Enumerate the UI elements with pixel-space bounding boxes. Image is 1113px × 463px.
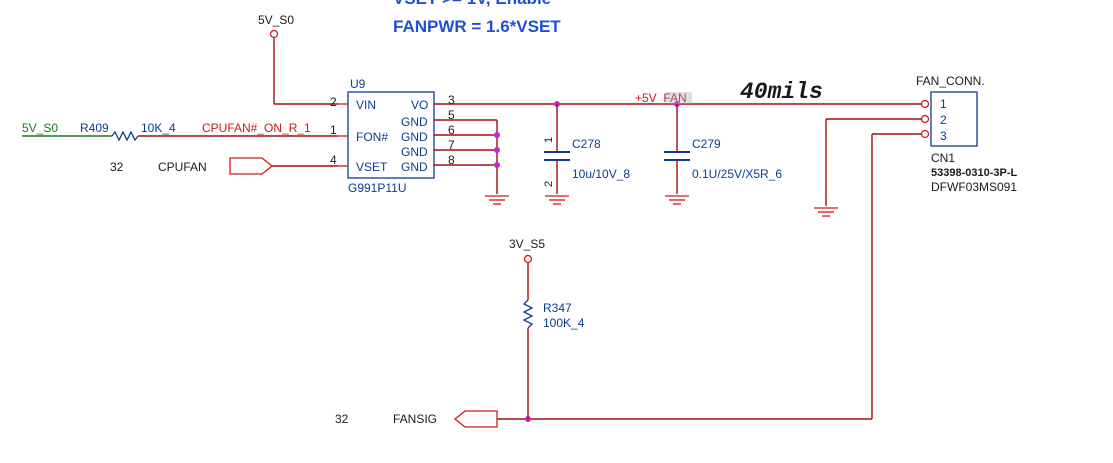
u9-pin6-num: 6 bbox=[448, 123, 455, 137]
u9-pin8-num: 8 bbox=[448, 153, 455, 167]
c279-value: 0.1U/25V/X5R_6 bbox=[692, 167, 782, 181]
connector-ref: CN1 bbox=[931, 151, 955, 165]
power-5v-s0-symbol bbox=[269, 29, 279, 39]
u9-pin4-name: VSET bbox=[356, 160, 388, 174]
connector-pin1-circle bbox=[920, 99, 930, 109]
u9-pin3-name: VO bbox=[411, 98, 428, 112]
u9-pin2-name: VIN bbox=[356, 98, 376, 112]
u9-pin1-num: 1 bbox=[330, 123, 337, 137]
u9-pin2-num: 2 bbox=[330, 95, 337, 109]
connector-pin2: 2 bbox=[940, 113, 947, 127]
u9-pin5-num: 5 bbox=[448, 108, 455, 122]
ground-symbol-c278 bbox=[545, 195, 569, 205]
resistor-r347 bbox=[522, 299, 534, 329]
c278-value: 10u/10V_8 bbox=[572, 167, 630, 181]
connector-body bbox=[930, 91, 978, 147]
c278-pin2: 2 bbox=[543, 181, 555, 187]
junction-gnd-7 bbox=[494, 147, 500, 153]
u9-pin3-num: 3 bbox=[448, 93, 455, 107]
fansig-sheet-ref: 32 bbox=[335, 412, 349, 426]
power-3v-s5-symbol bbox=[523, 254, 533, 264]
cpufan-port bbox=[229, 157, 274, 175]
r409-ref: R409 bbox=[80, 121, 109, 135]
connector-pin2-circle bbox=[920, 114, 930, 124]
note-vset-enable: VSET >= 1V, Enable bbox=[393, 0, 551, 8]
power-label-5v-s0: 5V_S0 bbox=[258, 13, 294, 27]
resistor-r409 bbox=[111, 130, 139, 142]
c278-pin1: 1 bbox=[543, 137, 555, 143]
connector-part: 53398-0310-3P-L bbox=[931, 167, 1018, 179]
connector-pin1: 1 bbox=[940, 97, 947, 111]
connector-title: FAN_CONN. bbox=[916, 74, 985, 88]
u9-pin1-name: FON# bbox=[356, 130, 388, 144]
u9-pin5-name: GND bbox=[401, 115, 428, 129]
u9-part: G991P11U bbox=[348, 181, 406, 195]
net-label-plus5v-fan: +5V_FAN bbox=[635, 91, 687, 105]
power-label-5v-s0-left: 5V_S0 bbox=[22, 121, 58, 135]
junction-gnd-8 bbox=[494, 162, 500, 168]
connector-pin3-circle bbox=[920, 129, 930, 139]
fansig-label: FANSIG bbox=[393, 412, 437, 426]
c279-ref: C279 bbox=[692, 137, 721, 151]
cpufan-label: CPUFAN bbox=[158, 160, 207, 174]
connector-pin3: 3 bbox=[940, 129, 947, 143]
trace-width-label: 40mils bbox=[740, 79, 823, 105]
u9-pin6-name: GND bbox=[401, 130, 428, 144]
u9-ref: U9 bbox=[350, 77, 366, 91]
u9-pin7-name: GND bbox=[401, 145, 428, 159]
r347-ref: R347 bbox=[543, 301, 572, 315]
fansig-port bbox=[453, 410, 498, 428]
ground-symbol-c279 bbox=[665, 195, 689, 205]
ground-symbol-u9 bbox=[485, 195, 509, 205]
u9-pin4-num: 4 bbox=[330, 153, 337, 167]
r347-value: 100K_4 bbox=[543, 316, 585, 330]
u9-pin7-num: 7 bbox=[448, 138, 455, 152]
r409-value: 10K_4 bbox=[141, 121, 176, 135]
note-fanpwr-formula: FANPWR = 1.6*VSET bbox=[393, 17, 561, 36]
junction-gnd-6 bbox=[494, 132, 500, 138]
cpufan-sheet-ref: 32 bbox=[110, 160, 124, 174]
net-label-cpufan-on: CPUFAN#_ON_R_1 bbox=[202, 121, 311, 135]
net-label-highlight bbox=[666, 92, 692, 104]
u9-pin8-name: GND bbox=[401, 160, 428, 174]
connector-code: DFWF03MS091 bbox=[931, 180, 1017, 194]
c278-ref: C278 bbox=[572, 137, 601, 151]
power-label-3v-s5: 3V_S5 bbox=[509, 237, 545, 251]
ground-symbol-connector bbox=[814, 207, 838, 217]
